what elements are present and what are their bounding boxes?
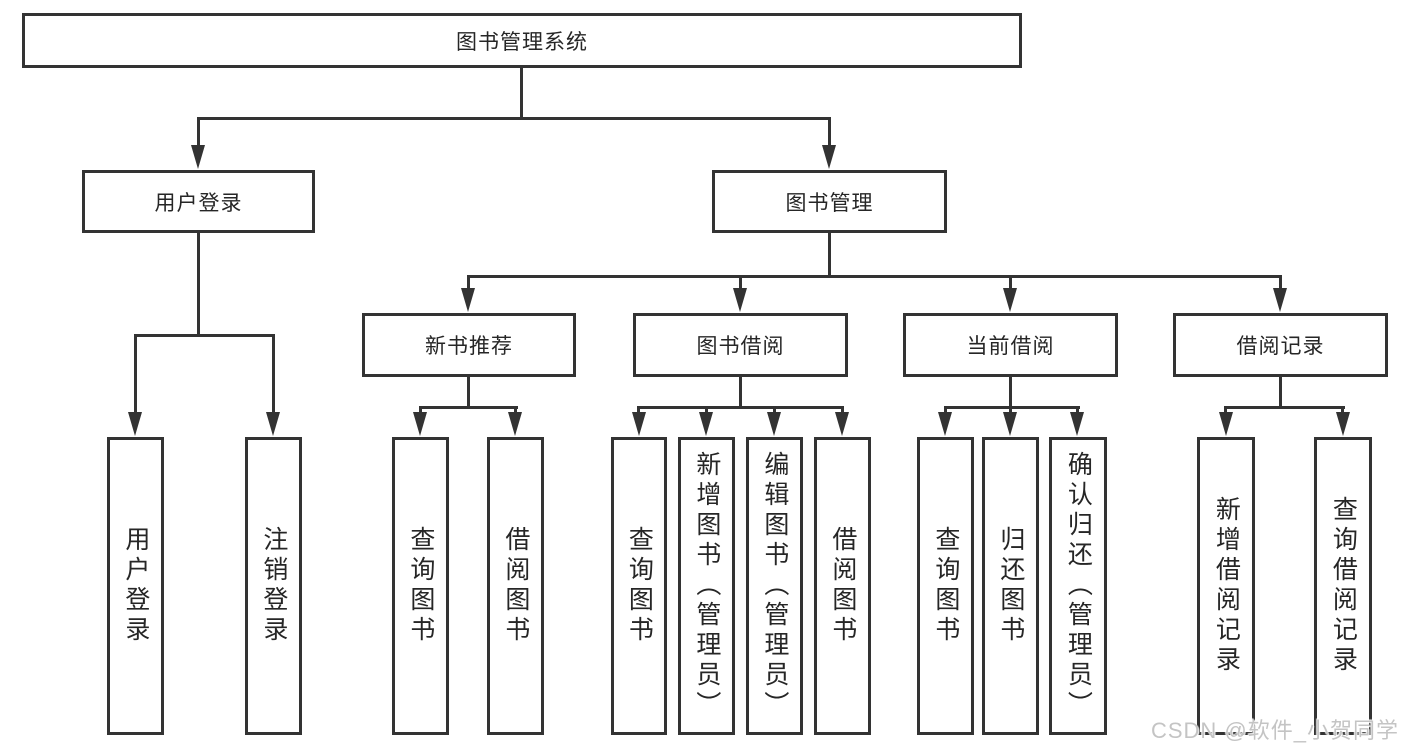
node-new-book-recommend: 新书推荐 [362, 313, 576, 377]
connector-line [197, 117, 831, 120]
arrowhead-down-icon [822, 145, 836, 169]
arrowhead-down-icon [1336, 412, 1350, 436]
leaf-query-borrow-record: 查询借阅记录 [1314, 437, 1372, 735]
connector-line [197, 117, 200, 149]
node-book-borrowing: 图书借阅 [633, 313, 848, 377]
node-book-management: 图书管理 [712, 170, 947, 233]
connector-line [419, 406, 422, 416]
node-book-borrowing-label: 图书借阅 [696, 335, 785, 358]
leaf-borrow-books-recommend-label: 借阅图书 [501, 526, 530, 646]
connector-line [828, 232, 831, 278]
connector-line [705, 406, 708, 416]
node-user-login: 用户登录 [82, 170, 315, 233]
leaf-return-books: 归还图书 [982, 437, 1039, 735]
leaf-edit-books-admin-label: 编辑图书（管理员） [760, 451, 789, 721]
connector-line [1224, 406, 1227, 416]
leaf-query-books-recommend-label: 查询图书 [406, 526, 435, 646]
connector-line [419, 406, 518, 409]
connector-line [1279, 275, 1282, 291]
node-current-borrowing-label: 当前借阅 [966, 335, 1055, 358]
arrowhead-down-icon [461, 288, 475, 312]
connector-line [828, 117, 831, 149]
connector-line [1224, 406, 1345, 409]
leaf-return-books-label: 归还图书 [996, 526, 1025, 646]
arrowhead-down-icon [1219, 412, 1233, 436]
connector-line [520, 67, 523, 119]
connector-line [1341, 406, 1344, 416]
node-root: 图书管理系统 [22, 13, 1022, 68]
leaf-user-login: 用户登录 [107, 437, 164, 735]
connector-line [637, 406, 844, 409]
node-current-borrowing: 当前借阅 [903, 313, 1118, 377]
arrowhead-down-icon [413, 412, 427, 436]
connector-line [272, 334, 275, 414]
connector-line [134, 334, 275, 337]
connector-line [1009, 275, 1012, 291]
csdn-watermark: CSDN @软件_小贺同学 [1150, 718, 1399, 743]
leaf-borrow-books-label: 借阅图书 [828, 526, 857, 646]
arrowhead-down-icon [835, 412, 849, 436]
connector-line [944, 406, 947, 416]
arrowhead-down-icon [1070, 412, 1084, 436]
node-borrowing-records: 借阅记录 [1173, 313, 1388, 377]
leaf-query-books-borrowing: 查询图书 [611, 437, 667, 735]
connector-line [467, 275, 1282, 278]
leaf-add-borrow-record-label: 新增借阅记录 [1212, 496, 1241, 676]
connector-line [1009, 406, 1012, 416]
node-new-book-recommend-label: 新书推荐 [425, 335, 513, 358]
node-book-management-label: 图书管理 [785, 191, 874, 215]
connector-line [739, 377, 742, 409]
arrowhead-down-icon [128, 412, 142, 436]
leaf-borrow-books-recommend: 借阅图书 [487, 437, 544, 735]
leaf-confirm-return-admin: 确认归还（管理员） [1049, 437, 1107, 735]
node-user-login-label: 用户登录 [154, 191, 243, 215]
connector-line [467, 275, 470, 291]
connector-line [944, 406, 1080, 409]
connector-line [1009, 377, 1012, 409]
leaf-query-books-current-label: 查询图书 [931, 526, 960, 646]
connector-line [637, 406, 640, 416]
leaf-logout-login: 注销登录 [245, 437, 302, 735]
arrowhead-down-icon [1003, 288, 1017, 312]
node-borrowing-records-label: 借阅记录 [1236, 335, 1325, 358]
leaf-add-books-admin-label: 新增图书（管理员） [692, 451, 721, 721]
arrowhead-down-icon [191, 145, 205, 169]
connector-line [197, 232, 200, 336]
arrowhead-down-icon [508, 412, 522, 436]
leaf-query-books-recommend: 查询图书 [392, 437, 449, 735]
arrowhead-down-icon [1273, 288, 1287, 312]
leaf-confirm-return-admin-label: 确认归还（管理员） [1064, 451, 1093, 721]
arrowhead-down-icon [699, 412, 713, 436]
arrowhead-down-icon [632, 412, 646, 436]
connector-line [1279, 377, 1282, 409]
leaf-query-borrow-record-label: 查询借阅记录 [1329, 496, 1358, 676]
leaf-add-books-admin: 新增图书（管理员） [678, 437, 735, 735]
leaf-user-login-label: 用户登录 [121, 526, 150, 646]
arrowhead-down-icon [938, 412, 952, 436]
leaf-query-books-current: 查询图书 [917, 437, 974, 735]
connector-line [773, 406, 776, 416]
arrowhead-down-icon [1003, 412, 1017, 436]
arrowhead-down-icon [733, 288, 747, 312]
node-root-label: 图书管理系统 [456, 30, 588, 54]
connector-line [1076, 406, 1079, 416]
leaf-logout-login-label: 注销登录 [259, 526, 288, 646]
leaf-query-books-borrowing-label: 查询图书 [625, 526, 654, 646]
leaf-edit-books-admin: 编辑图书（管理员） [746, 437, 803, 735]
connector-line [841, 406, 844, 416]
connector-line [739, 275, 742, 291]
arrowhead-down-icon [266, 412, 280, 436]
connector-line [514, 406, 517, 416]
leaf-borrow-books: 借阅图书 [814, 437, 871, 735]
leaf-add-borrow-record: 新增借阅记录 [1197, 437, 1255, 735]
connector-line [467, 377, 470, 409]
connector-line [134, 334, 137, 414]
arrowhead-down-icon [767, 412, 781, 436]
